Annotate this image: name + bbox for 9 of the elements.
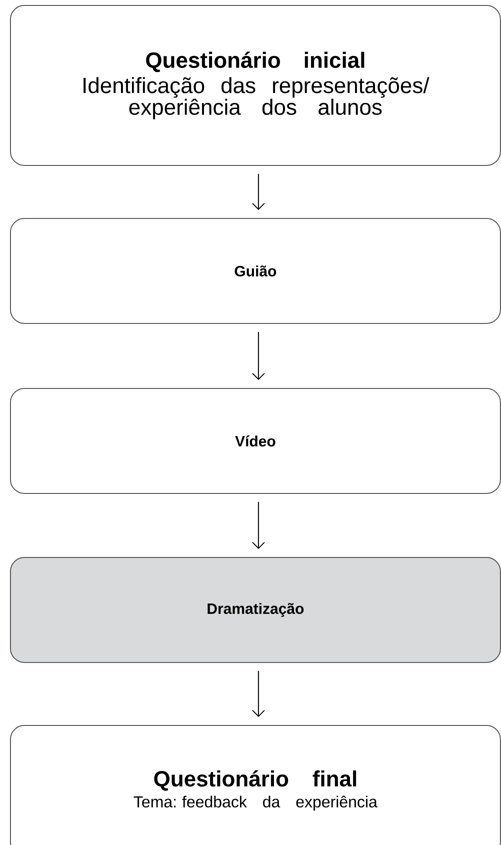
process-box: Questionário inicial Identificação das representações/ experiência dos alunos [10, 5, 501, 166]
process-box: Dramatização [10, 557, 501, 663]
arrow [252, 331, 265, 380]
arrow [252, 670, 265, 717]
arrow [252, 173, 265, 210]
arrow [252, 501, 265, 549]
process-box: Vídeo [10, 388, 501, 494]
process-box: Questionário final Tema: feedback da experiência [10, 725, 501, 845]
process-box: Guião [10, 218, 501, 324]
